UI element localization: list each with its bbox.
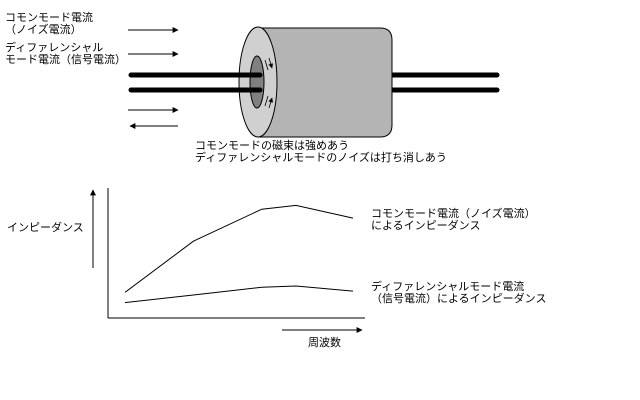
differential-mode-impedance-curve [124, 285, 354, 304]
x-axis-label: 周波数 [308, 336, 341, 349]
common-mode-label-line2: （ノイズ電流） [5, 23, 82, 36]
common-mode-label-line1: コモンモード電流 [5, 11, 93, 24]
flux-arrow-bottom [264, 96, 272, 109]
differential-mode-label-line2: モード電流（信号電流） [5, 53, 126, 66]
series-label-differential-line1: ディファレンシャルモード電流 [371, 280, 525, 293]
series-label-common-line1: コモンモード電流（ノイズ電流） [371, 207, 536, 220]
ferrite-core-hole [249, 55, 265, 109]
differential-mode-label-line1: ディファレンシャル [5, 41, 104, 54]
ferrite-core-body [257, 27, 393, 138]
series-label-common-line2: によるインピーダンス [371, 219, 481, 232]
caption-line1: コモンモードの磁束は強めあう [195, 139, 349, 152]
common-mode-impedance-curve [124, 204, 354, 293]
flux-arrow-top [264, 57, 272, 70]
y-axis-label: インピーダンス [7, 221, 84, 234]
series-label-differential-line2: （信号電流）によるインピーダンス [371, 292, 547, 305]
caption-line2: ディファレンシャルモードのノイズは打ち消しあう [195, 151, 447, 164]
